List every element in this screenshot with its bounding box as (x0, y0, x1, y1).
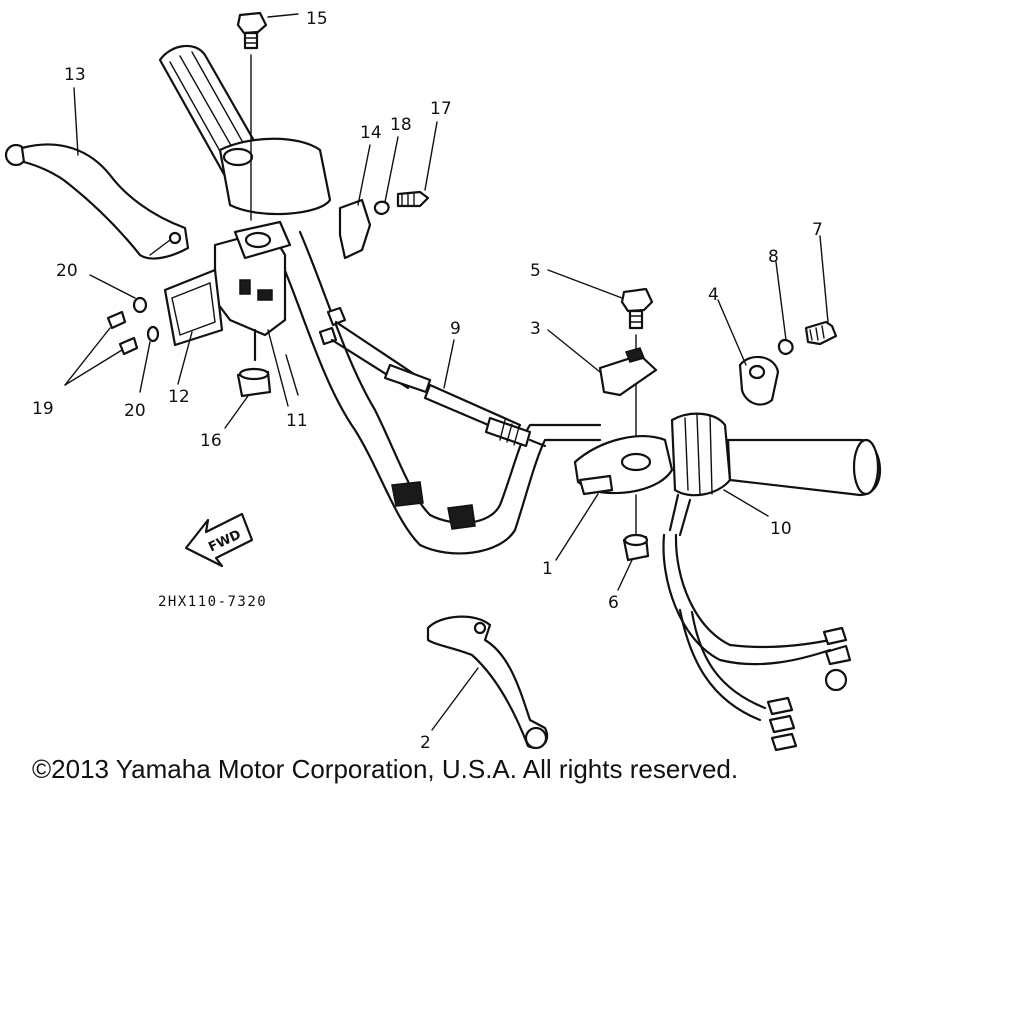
cover-plate-12 (163, 268, 224, 347)
label-20-top: 20 (56, 261, 78, 281)
label-20-bottom: 20 (124, 401, 146, 421)
switch-10 (668, 412, 732, 537)
screw-7 (804, 320, 838, 346)
nut-16 (236, 367, 272, 398)
label-17: 17 (430, 99, 452, 119)
label-14: 14 (360, 123, 382, 143)
handlebar (270, 230, 602, 555)
leader-lines (64, 13, 829, 731)
label-7: 7 (812, 220, 823, 240)
label-9: 9 (450, 319, 461, 339)
label-11: 11 (286, 411, 308, 431)
nut-6 (622, 533, 650, 562)
label-19: 19 (32, 399, 54, 419)
clamp-4 (738, 355, 780, 406)
label-6: 6 (608, 593, 619, 613)
label-18: 18 (390, 115, 412, 135)
lever-holder-11 (213, 220, 292, 362)
part-labels: 15 13 14 18 17 20 19 20 12 11 16 9 5 3 4… (32, 9, 823, 753)
label-8: 8 (768, 247, 779, 267)
fwd-arrow-icon: FWD (184, 512, 254, 568)
wiring-harness (662, 533, 852, 752)
brake-holder-1 (573, 435, 674, 541)
copyright-notice: ©2013 Yamaha Motor Corporation, U.S.A. A… (32, 754, 739, 784)
label-13: 13 (64, 65, 86, 85)
label-10: 10 (770, 519, 792, 539)
label-1: 1 (542, 559, 553, 579)
bracket-3 (598, 347, 658, 397)
right-grip (726, 438, 882, 497)
label-12: 12 (168, 387, 190, 407)
label-15: 15 (306, 9, 328, 29)
label-5: 5 (530, 261, 541, 281)
screws-19 (106, 296, 160, 356)
label-3: 3 (530, 319, 541, 339)
washer-8 (777, 338, 794, 356)
switch-14 (338, 190, 430, 260)
lever-2 (426, 615, 549, 750)
drawing-code: 2HX110-7320 (158, 594, 267, 610)
cable-9 (318, 306, 547, 448)
left-grip (158, 44, 332, 216)
label-2: 2 (420, 733, 431, 753)
bolt-15 (236, 11, 268, 221)
lever-13 (4, 143, 190, 260)
label-16: 16 (200, 431, 222, 451)
label-4: 4 (708, 285, 719, 305)
